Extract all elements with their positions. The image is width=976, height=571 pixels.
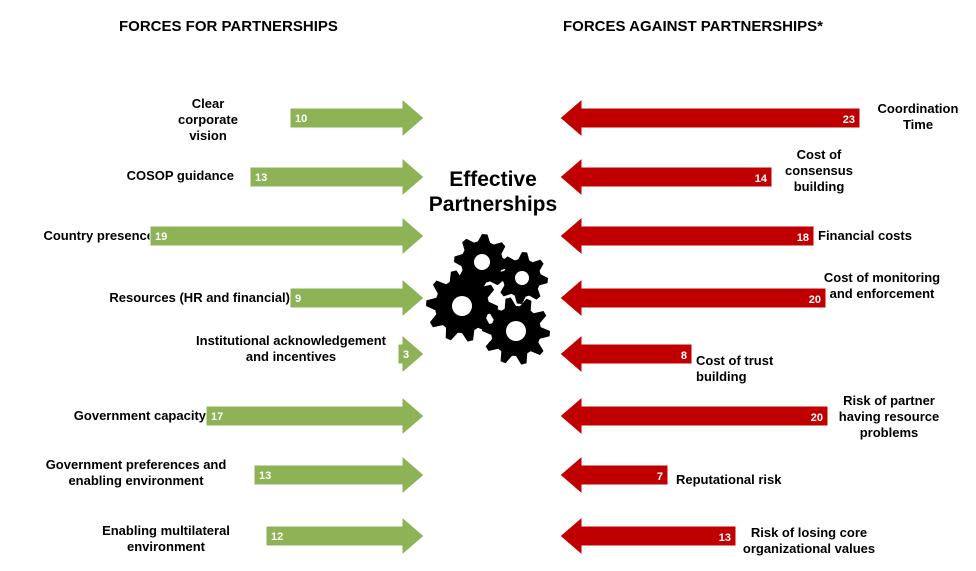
for-label-1: Clear corporate vision xyxy=(178,96,238,143)
for-value-6: 17 xyxy=(211,411,223,423)
against-value-8: 13 xyxy=(719,532,731,544)
against-arrow-8 xyxy=(559,515,737,557)
against-arrow-1 xyxy=(559,97,861,139)
against-value-1: 23 xyxy=(843,114,855,126)
for-arrow-2 xyxy=(249,156,425,198)
against-arrow-7 xyxy=(559,454,669,496)
against-value-7: 7 xyxy=(657,471,663,483)
against-value-3: 18 xyxy=(797,232,809,244)
gear-hole-4 xyxy=(506,321,526,341)
for-value-5: 3 xyxy=(403,349,409,361)
center-title: Effective Partnerships xyxy=(428,168,558,216)
against-value-2: 14 xyxy=(755,173,768,185)
for-value-7: 13 xyxy=(259,470,271,482)
for-label-4: Resources (HR and financial) xyxy=(109,290,290,305)
against-value-6: 20 xyxy=(811,412,823,424)
gear-hole-3 xyxy=(452,296,472,316)
against-label-5: Cost of trust building xyxy=(696,353,774,384)
for-arrow-6 xyxy=(205,395,425,437)
against-arrow-2 xyxy=(559,156,773,198)
for-arrow-4 xyxy=(289,277,425,319)
against-value-4: 20 xyxy=(809,294,821,306)
for-label-6: Government capacity xyxy=(73,408,206,423)
against-label-6: Risk of partner having resource problems xyxy=(838,393,940,440)
gear-hole-2 xyxy=(515,271,529,285)
forces-against-header: FORCES AGAINST PARTNERSHIPS* xyxy=(563,18,824,35)
for-label-7: Government preferences and enabling envi… xyxy=(45,457,227,488)
for-label-3: Country presence xyxy=(43,228,154,243)
for-arrow-7 xyxy=(253,454,425,496)
against-label-1: Coordination Time xyxy=(877,101,959,132)
against-label-2: Cost of consensus building xyxy=(785,147,853,194)
forces-against-arrows: 23 14 18 20 8 20 7 13 xyxy=(559,97,861,557)
forces-for-header: FORCES FOR PARTNERSHIPS xyxy=(119,18,338,35)
for-arrow-1 xyxy=(289,97,425,139)
for-arrow-5 xyxy=(397,333,425,375)
for-label-2: COSOP guidance xyxy=(126,168,234,183)
gears-icon xyxy=(426,234,550,365)
against-arrow-5 xyxy=(559,333,693,375)
for-value-4: 9 xyxy=(295,293,301,305)
for-value-3: 19 xyxy=(155,231,167,243)
against-label-4: Cost of monitoring and enforcement xyxy=(823,270,941,301)
forces-for-arrows: 10 13 19 9 3 17 13 12 xyxy=(149,97,425,557)
for-arrow-3 xyxy=(149,215,425,257)
for-value-1: 10 xyxy=(295,113,307,125)
for-label-8: Enabling multilateral environment xyxy=(102,523,230,554)
gear-hole-1 xyxy=(474,254,490,270)
against-arrow-4 xyxy=(559,277,827,319)
for-label-5: Institutional acknowledgement and incent… xyxy=(196,333,386,364)
against-value-5: 8 xyxy=(681,350,687,362)
against-arrow-3 xyxy=(559,215,815,257)
against-label-7: Reputational risk xyxy=(676,472,782,487)
for-value-8: 12 xyxy=(271,531,283,543)
against-label-8: Risk of losing core organizational value… xyxy=(742,525,876,556)
for-arrow-8 xyxy=(265,515,425,557)
for-value-2: 13 xyxy=(255,172,267,184)
against-label-3: Financial costs xyxy=(818,228,912,243)
against-arrow-6 xyxy=(559,395,829,437)
